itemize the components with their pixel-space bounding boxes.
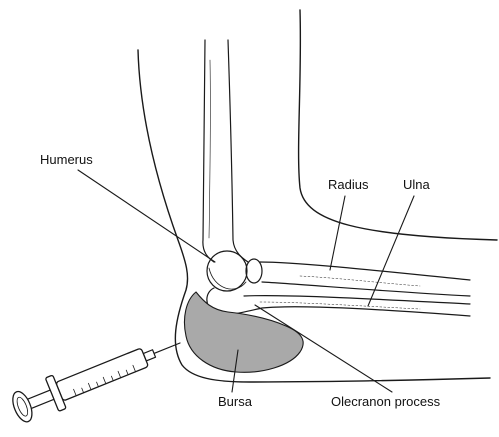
humerus-label: Humerus [40,153,93,166]
bursa-label: Bursa [218,395,252,408]
upper-arm-front-outline [299,10,497,240]
humerus-bone [203,40,248,291]
radius-bone [246,259,470,296]
ulna-leader [368,196,414,306]
olecranon-process-label: Olecranon process [331,395,440,408]
syringe-barrel [56,348,149,401]
humerus-leader [78,170,215,262]
humerus-condyle [207,251,247,291]
syringe-icon [8,326,187,426]
ulna-bone [207,288,470,316]
bursa-sac [184,292,303,372]
radius-label: Radius [328,178,368,191]
radius-leader [330,196,345,270]
radius-head [246,259,262,283]
ulna-label: Ulna [403,178,430,191]
